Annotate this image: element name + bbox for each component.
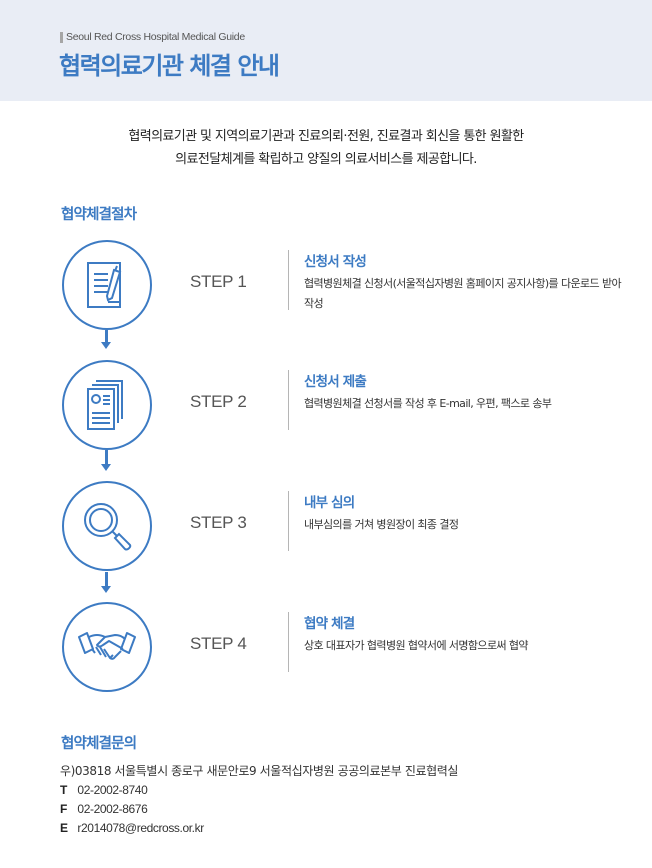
step-icon-circle <box>62 360 152 450</box>
step-divider <box>288 612 289 672</box>
fax-value: 02-2002-8676 <box>77 802 148 816</box>
documents-stack-icon <box>87 380 123 430</box>
step-3: STEP 3 내부 심의 내부심의를 거쳐 병원장이 최종 결정 <box>0 481 652 591</box>
step-divider <box>288 250 289 310</box>
step-label: STEP 4 <box>190 634 247 653</box>
step-connector <box>105 572 108 586</box>
arrow-down-icon <box>101 586 111 593</box>
step-divider <box>288 491 289 551</box>
step-label: STEP 3 <box>190 513 247 532</box>
fax-key: F <box>60 802 67 816</box>
arrow-down-icon <box>101 342 111 349</box>
step-icon-circle <box>62 240 152 330</box>
step-desc: 협력병원체결 선청서를 작성 후 E-mail, 우편, 팩스로 송부 <box>304 397 552 410</box>
step-name: 신청서 작성 <box>304 254 367 270</box>
step-label: STEP 1 <box>190 272 247 291</box>
contact-title: 협약체결문의 <box>61 736 137 752</box>
header-eyebrow: Seoul Red Cross Hospital Medical Guide <box>60 31 245 43</box>
step-icon-circle <box>62 481 152 571</box>
step-name: 신청서 제출 <box>304 374 367 390</box>
step-desc: 내부심의를 거쳐 병원장이 최종 결정 <box>304 518 459 531</box>
step-1: STEP 1 신청서 작성 협력병원체결 신청서(서울적십자병원 홈페이지 공지… <box>0 240 652 350</box>
intro-line-1: 협력의료기관 및 지역의료기관과 진료의뢰·전원, 진료결과 회신을 통한 원활… <box>128 129 524 144</box>
page-title: 협력의료기관 체결 안내 <box>59 52 280 80</box>
intro-text: 협력의료기관 및 지역의료기관과 진료의뢰·전원, 진료결과 회신을 통한 원활… <box>0 125 652 171</box>
step-desc: 상호 대표자가 협력병원 협약서에 서명함으로써 협약 <box>304 639 529 652</box>
step-connector <box>105 450 108 464</box>
step-name: 내부 심의 <box>304 495 355 511</box>
arrow-down-icon <box>101 464 111 471</box>
step-divider <box>288 370 289 430</box>
step-name: 협약 체결 <box>304 616 355 632</box>
magnifier-icon <box>84 503 132 551</box>
intro-line-2: 의료전달체계를 확립하고 양질의 의료서비스를 제공합니다. <box>175 152 477 167</box>
contact-fax: F 02-2002-8676 <box>60 800 458 819</box>
contact-address: 우)03818 서울특별시 종로구 새문안로9 서울적십자병원 공공의료본부 진… <box>60 764 459 778</box>
procedure-title: 협약체결절차 <box>61 207 137 223</box>
page-header: Seoul Red Cross Hospital Medical Guide 협… <box>0 0 652 101</box>
step-desc: 협력병원체결 신청서(서울적십자병원 홈페이지 공지사항)를 다운로드 받아 작… <box>304 277 622 310</box>
contact-info: 우)03818 서울특별시 종로구 새문안로9 서울적십자병원 공공의료본부 진… <box>60 762 458 838</box>
step-4: STEP 4 협약 체결 상호 대표자가 협력병원 협약서에 서명함으로써 협약 <box>0 602 652 712</box>
step-icon-circle <box>62 602 152 692</box>
document-pen-icon <box>87 262 122 308</box>
step-connector <box>105 330 108 342</box>
step-label: STEP 2 <box>190 392 247 411</box>
contact-tel: T 02-2002-8740 <box>60 781 458 800</box>
contact-email: E r2014078@redcross.or.kr <box>60 819 458 838</box>
handshake-icon <box>78 632 136 660</box>
email-link[interactable]: r2014078@redcross.or.kr <box>77 821 204 835</box>
tel-value[interactable]: 02-2002-8740 <box>77 783 148 797</box>
email-key: E <box>60 821 68 835</box>
tel-key: T <box>60 783 67 797</box>
step-2: STEP 2 신청서 제출 협력병원체결 선청서를 작성 후 E-mail, 우… <box>0 360 652 470</box>
